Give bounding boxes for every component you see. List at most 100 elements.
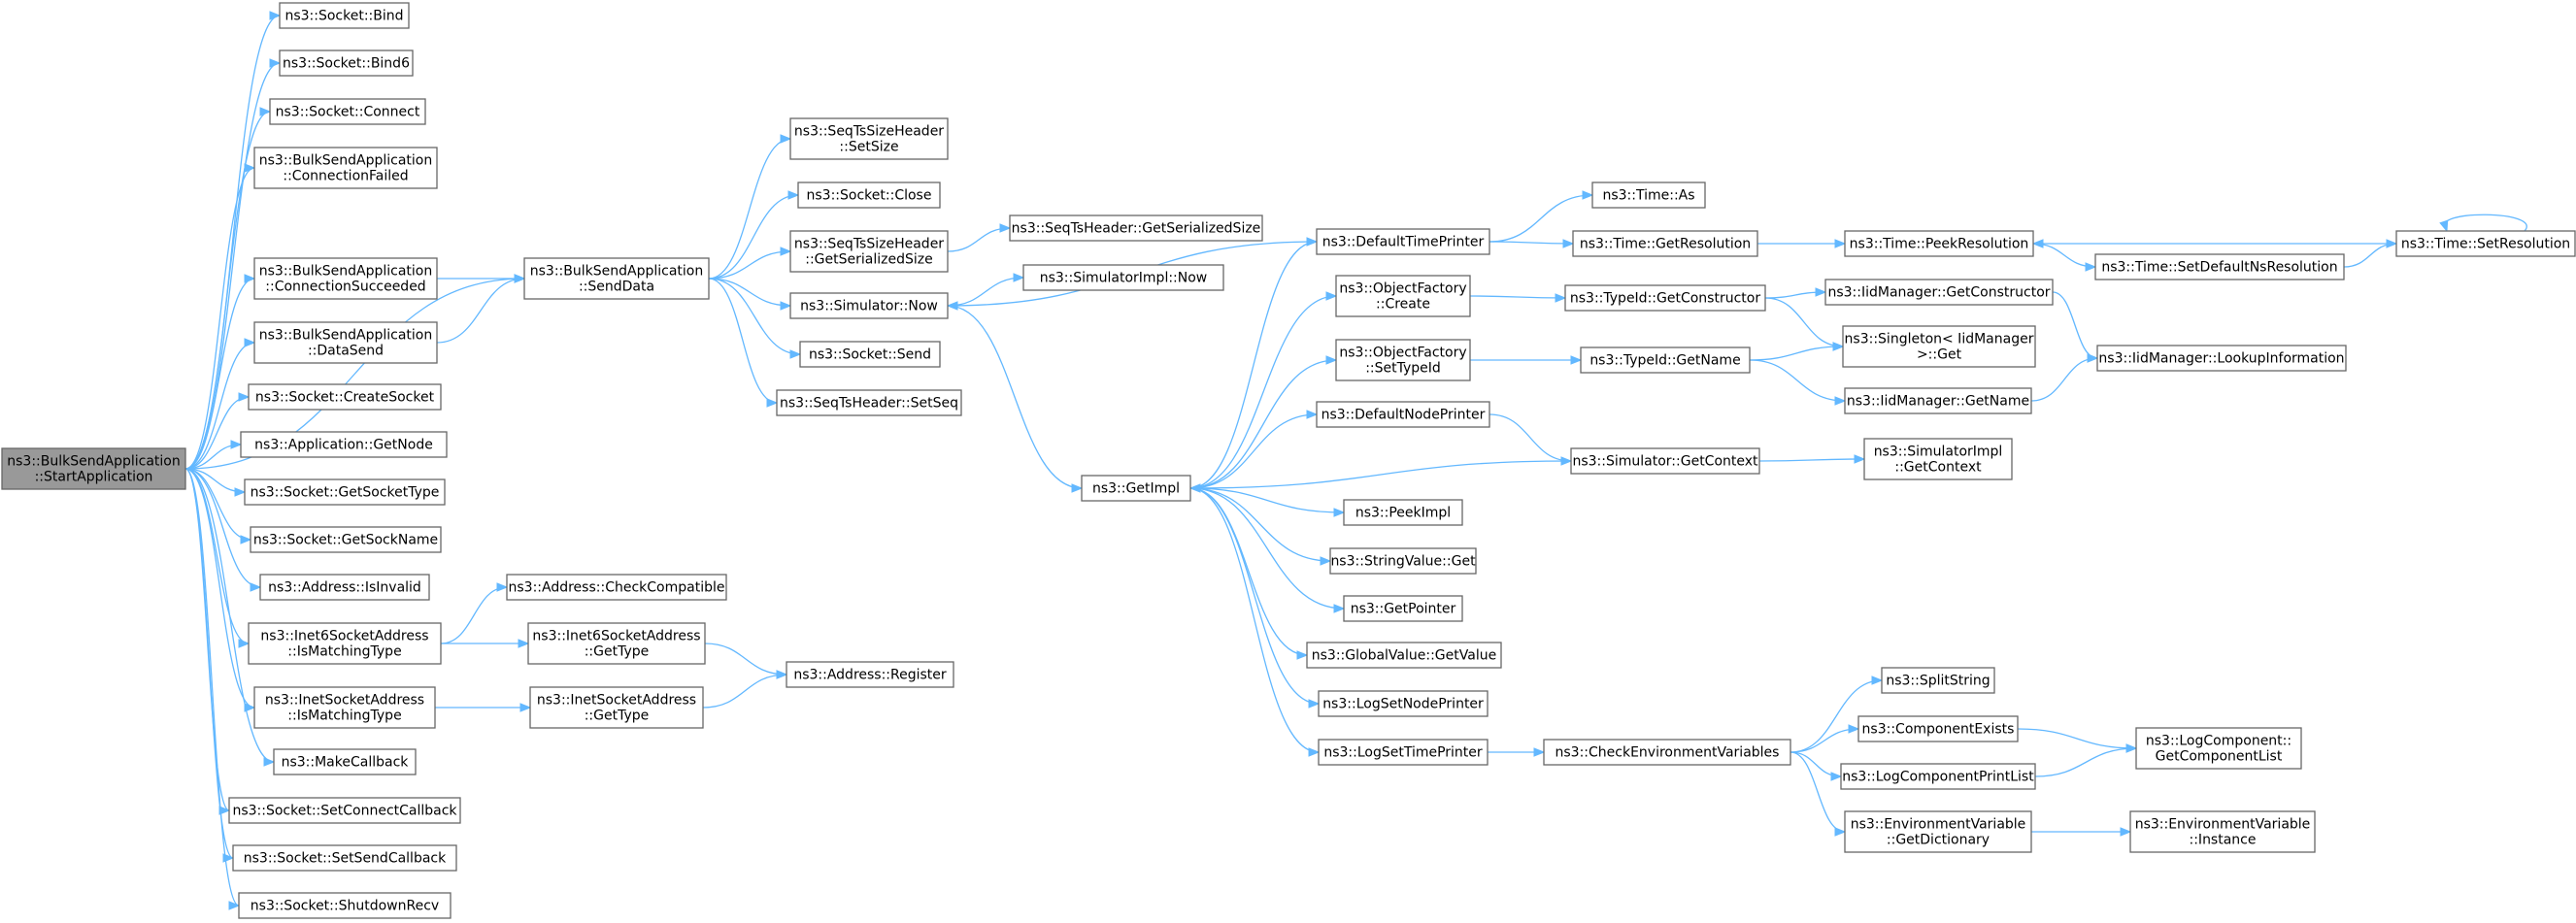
node-box [2135, 727, 2302, 770]
graph-node-i6match[interactable]: ns3::Inet6SocketAddress::IsMatchingType [248, 622, 442, 665]
edge-getimpl-to-logsetnode [1189, 487, 1321, 709]
graph-node-getsockname[interactable]: ns3::Socket::GetSockName [250, 526, 442, 553]
graph-node-seqsetseq[interactable]: ns3::SeqTsHeader::SetSeq [776, 389, 962, 416]
node-label: ns3::BulkSendApplication [259, 328, 432, 344]
node-box [279, 2, 410, 29]
graph-node-seqtsgetser[interactable]: ns3::SeqTsHeader::GetSerializedSize [1009, 214, 1263, 242]
graph-node-makecb[interactable]: ns3::MakeCallback [273, 748, 417, 775]
graph-node-timegetres[interactable]: ns3::Time::GetResolution [1572, 230, 1758, 257]
graph-node-simgetctx[interactable]: ns3::Simulator::GetContext [1570, 447, 1760, 475]
graph-node-defnodeprinter[interactable]: ns3::DefaultNodePrinter [1316, 401, 1490, 428]
graph-node-objfactsettid[interactable]: ns3::ObjectFactory::SetTypeId [1335, 339, 1471, 381]
graph-node-checkenv[interactable]: ns3::CheckEnvironmentVariables [1543, 739, 1791, 766]
graph-node-strvalget[interactable]: ns3::StringValue::Get [1329, 547, 1477, 575]
graph-node-senddata[interactable]: ns3::BulkSendApplication::SendData [523, 257, 710, 300]
node-label: ns3::Application::GetNode [254, 438, 433, 453]
node-label: ::ConnectionFailed [283, 169, 408, 184]
node-label: ::SetTypeId [1365, 361, 1441, 377]
node-label: ns3::EnvironmentVariable [2135, 817, 2311, 833]
node-label: ::GetType [585, 644, 650, 660]
graph-node-bind6[interactable]: ns3::Socket::Bind6 [279, 49, 414, 77]
node-label: ::GetSerializedSize [805, 252, 932, 268]
graph-node-connfailed[interactable]: ns3::BulkSendApplication::ConnectionFail… [253, 147, 438, 189]
edge-simnow-to-getimpl [947, 305, 1084, 493]
edge-seqgetser-to-seqtsgetser [947, 223, 1012, 252]
graph-node-connsucc[interactable]: ns3::BulkSendApplication::ConnectionSucc… [253, 257, 438, 300]
graph-node-iidgetctor[interactable]: ns3::IidManager::GetConstructor [1824, 279, 2054, 306]
graph-node-getsockettype[interactable]: ns3::Socket::GetSocketType [244, 478, 446, 506]
node-box [529, 686, 704, 729]
graph-node-logsettime[interactable]: ns3::LogSetTimePrinter [1318, 739, 1489, 766]
node-box [789, 292, 949, 319]
graph-node-tidgetctor[interactable]: ns3::TypeId::GetConstructor [1564, 284, 1766, 312]
graph-node-gvgetvalue[interactable]: ns3::GlobalValue::GetValue [1306, 642, 1502, 669]
node-label: ns3::Socket::ShutdownRecv [251, 899, 439, 914]
edge-senddata-to-simnow [708, 278, 792, 311]
edge-envgetdict-to-envinstance [2030, 827, 2132, 837]
graph-node-objfactcreate[interactable]: ns3::ObjectFactory::Create [1335, 275, 1471, 317]
node-box [1857, 715, 2019, 742]
edge-getimpl-to-defnodeprinter [1189, 410, 1319, 489]
node-box [279, 49, 414, 77]
graph-node-timepeekres[interactable]: ns3::Time::PeekResolution [1844, 230, 2034, 257]
node-label: ns3::GetPointer [1351, 602, 1456, 617]
edge-logcompprint-to-logcompgetlist [2034, 743, 2138, 777]
edge-timegetres-to-timepeekres [1757, 239, 1847, 248]
graph-node-connect[interactable]: ns3::Socket::Connect [269, 98, 426, 125]
node-label: ::GetContext [1894, 460, 1982, 476]
graph-node-compexists[interactable]: ns3::ComponentExists [1857, 715, 2019, 742]
graph-node-logcompgetlist[interactable]: ns3::LogComponent::GetComponentList [2135, 727, 2302, 770]
graph-node-createsocket[interactable]: ns3::Socket::CreateSocket [248, 383, 442, 411]
graph-node-setconncb[interactable]: ns3::Socket::SetConnectCallback [228, 797, 461, 824]
graph-node-timesetres[interactable]: ns3::Time::SetResolution [2395, 230, 2576, 257]
node-box [273, 748, 417, 775]
node-label: ns3::SeqTsHeader::GetSerializedSize [1012, 221, 1261, 237]
node-box [248, 383, 442, 411]
graph-node-logsetnode[interactable]: ns3::LogSetNodePrinter [1318, 690, 1489, 717]
graph-node-isinvalid[interactable]: ns3::Address::IsInvalid [259, 574, 430, 601]
graph-node-tidgetname[interactable]: ns3::TypeId::GetName [1580, 346, 1751, 374]
graph-node-socksend[interactable]: ns3::Socket::Send [799, 341, 941, 368]
graph-node-simnow[interactable]: ns3::Simulator::Now [789, 292, 949, 319]
node-label: ns3::SeqTsHeader::SetSeq [780, 396, 958, 412]
graph-node-i4match[interactable]: ns3::InetSocketAddress::IsMatchingType [253, 686, 436, 729]
edge-deftimeprinter-to-timegetres [1489, 239, 1575, 248]
graph-node-seqgetser[interactable]: ns3::SeqTsSizeHeader::GetSerializedSize [789, 230, 949, 273]
graph-node-simimplnow[interactable]: ns3::SimulatorImpl::Now [1022, 264, 1224, 291]
edge-start-to-makecb [184, 468, 276, 767]
graph-node-simimplctx[interactable]: ns3::SimulatorImpl::GetContext [1863, 438, 2013, 480]
graph-node-envinstance[interactable]: ns3::EnvironmentVariable::Instance [2129, 810, 2316, 853]
graph-node-envgetdict[interactable]: ns3::EnvironmentVariable::GetDictionary [1844, 810, 2032, 853]
graph-node-getnode[interactable]: ns3::Application::GetNode [240, 431, 448, 458]
graph-node-timesetdefns[interactable]: ns3::Time::SetDefaultNsResolution [2094, 253, 2345, 280]
graph-node-seqsetsize[interactable]: ns3::SeqTsSizeHeader::SetSize [789, 117, 949, 160]
graph-node-iidgetname[interactable]: ns3::IidManager::GetName [1844, 387, 2032, 414]
edge-timesetres-to-timesetres [2439, 214, 2527, 233]
graph-node-i4gettype[interactable]: ns3::InetSocketAddress::GetType [529, 686, 704, 729]
graph-node-getpointer[interactable]: ns3::GetPointer [1343, 595, 1463, 622]
graph-node-iidlookup[interactable]: ns3::IidManager::LookupInformation [2096, 345, 2347, 372]
graph-node-checkcompat[interactable]: ns3::Address::CheckCompatible [506, 574, 727, 601]
graph-node-timeas[interactable]: ns3::Time::As [1591, 181, 1706, 209]
graph-node-shutdownrecv[interactable]: ns3::Socket::ShutdownRecv [238, 892, 452, 919]
node-box [269, 98, 426, 125]
graph-node-setsendcb[interactable]: ns3::Socket::SetSendCallback [232, 844, 457, 872]
graph-node-getimpl[interactable]: ns3::GetImpl [1081, 475, 1191, 502]
node-box [1009, 214, 1263, 242]
graph-node-splitstring[interactable]: ns3::SplitString [1881, 667, 1995, 694]
graph-node-sockclose[interactable]: ns3::Socket::Close [797, 181, 941, 209]
graph-node-datasend[interactable]: ns3::BulkSendApplication::DataSend [253, 321, 438, 364]
graph-node-deftimeprinter[interactable]: ns3::DefaultTimePrinter [1316, 228, 1490, 255]
node-label: ns3::Time::SetResolution [2401, 237, 2570, 252]
graph-node-addrreg[interactable]: ns3::Address::Register [786, 661, 954, 688]
edge-deftimeprinter-to-timeas [1489, 190, 1594, 243]
graph-node-bind[interactable]: ns3::Socket::Bind [279, 2, 410, 29]
node-box [1022, 264, 1224, 291]
graph-node-i6gettype[interactable]: ns3::Inet6SocketAddress::GetType [527, 622, 706, 665]
graph-node-peekimpl[interactable]: ns3::PeekImpl [1343, 499, 1463, 526]
graph-node-logcompprint[interactable]: ns3::LogComponentPrintList [1840, 763, 2036, 790]
edge-start-to-setsendcb [184, 468, 235, 863]
node-label: ns3::GlobalValue::GetValue [1312, 648, 1496, 664]
graph-node-start[interactable]: ns3::BulkSendApplication::StartApplicati… [1, 447, 186, 490]
graph-node-singleton[interactable]: ns3::Singleton< IidManager >::Get [1842, 325, 2036, 368]
